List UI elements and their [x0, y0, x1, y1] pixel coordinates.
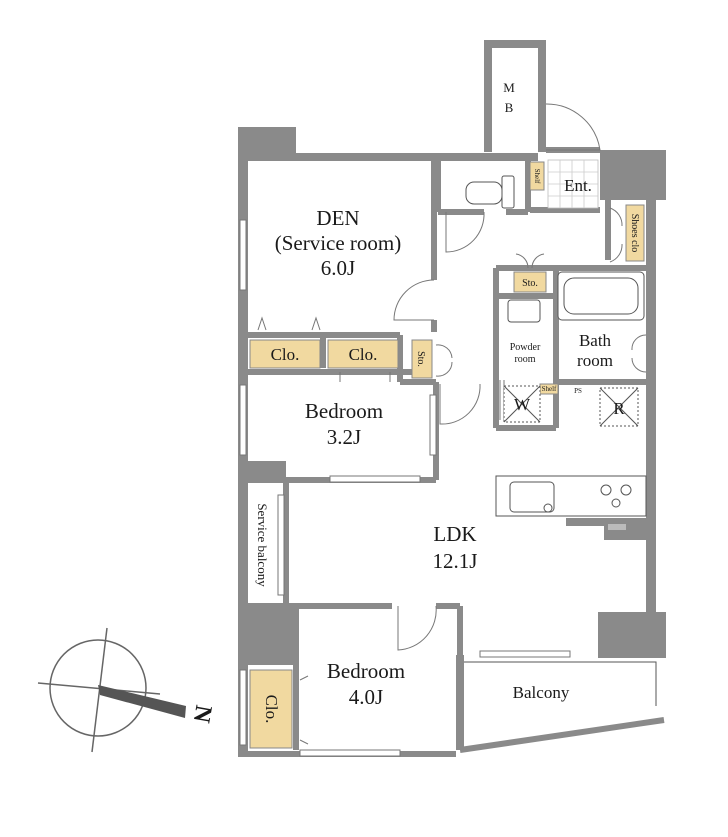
- balcony-label: Balcony: [513, 683, 570, 702]
- shelf-label-1: Shelf: [533, 169, 541, 184]
- washer-label: W: [514, 395, 531, 414]
- service-balcony-label: Service balcony: [255, 503, 270, 587]
- den-subtitle: (Service room): [275, 231, 402, 255]
- ldk-title: LDK: [433, 522, 476, 546]
- bath-room-label-1: Bath: [579, 331, 612, 350]
- ldk-size: 12.1J: [433, 549, 478, 573]
- compass-north-arrow: [98, 685, 186, 718]
- windows: [239, 219, 571, 757]
- fridge-label: R: [613, 399, 625, 418]
- compass-ring: [49, 639, 147, 737]
- den-title: DEN: [316, 206, 359, 230]
- bedroom2-closet-label: Clo.: [262, 695, 281, 724]
- storage-labels: Clo. Clo. Clo. Sto. Sto. Shelf Shelf Sho…: [262, 169, 640, 724]
- bedroom1-title: Bedroom: [305, 399, 383, 423]
- shoes-closet-label: Shoes clo: [629, 214, 640, 253]
- entrance-tiles: [547, 159, 599, 209]
- compass: N: [37, 627, 217, 753]
- bedroom2-size: 4.0J: [349, 685, 383, 709]
- fixtures: [459, 175, 665, 753]
- compass-north-label: N: [188, 703, 217, 725]
- entrance-label: Ent.: [564, 176, 592, 195]
- shelf-label-2: Shelf: [542, 385, 557, 393]
- storage-label-1: Sto.: [415, 351, 426, 367]
- den-size: 6.0J: [321, 256, 355, 280]
- bedroom2-title: Bedroom: [327, 659, 405, 683]
- mb-label-b: B: [505, 100, 514, 115]
- bath-room-label-2: room: [577, 351, 613, 370]
- powder-room-label-1: Powder: [510, 342, 541, 353]
- powder-room-label-2: room: [514, 354, 535, 365]
- room-labels: DEN (Service room) 6.0J Bedroom 3.2J LDK…: [255, 80, 613, 709]
- pipe-space-label: PS: [574, 387, 582, 395]
- bedroom1-closet-label: Clo.: [349, 345, 378, 364]
- bedroom1-size: 3.2J: [327, 425, 361, 449]
- storage-label-2: Sto.: [522, 278, 538, 289]
- den-closet-label: Clo.: [271, 345, 300, 364]
- mb-label-m: M: [503, 80, 515, 95]
- storage-blocks: [249, 161, 645, 749]
- fixture-labels: W R PS: [514, 387, 625, 418]
